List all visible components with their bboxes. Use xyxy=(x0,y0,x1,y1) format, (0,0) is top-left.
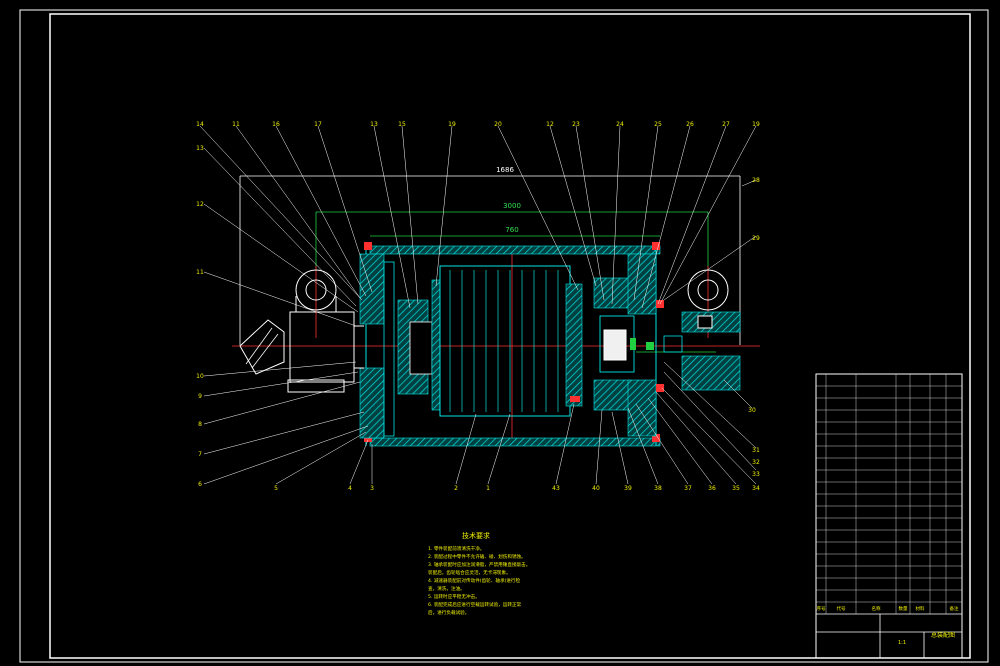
technical-notes: 技术要求 1. 零件装配前须清洗干净。 2. 装配过程中零件不允许磕、碰、划伤和… xyxy=(428,531,530,616)
note-line: 6. 装配完成后应进行空载运转试验，运转正常 xyxy=(428,601,522,608)
scale-label: 1:1 xyxy=(898,640,906,646)
svg-text:36: 36 xyxy=(708,485,716,492)
note-line: 3. 轴承装配时应加注润滑脂，严禁用锤直接敲击。 xyxy=(428,561,530,568)
svg-text:26: 26 xyxy=(686,121,694,128)
note-line: 查，清洗，注油。 xyxy=(428,585,465,592)
note-line: 2. 装配过程中零件不允许磕、碰、划伤和锈蚀。 xyxy=(428,553,526,560)
svg-text:6: 6 xyxy=(198,481,202,488)
parts-list: 序号 代号 名称 数量 材料 备注 1:1 总装配图 xyxy=(815,373,963,659)
balloons-top: 14 11 16 17 13 15 19 20 12 23 24 25 26 2… xyxy=(196,121,760,128)
header-remark: 备注 xyxy=(950,605,959,612)
svg-text:9: 9 xyxy=(198,393,202,400)
svg-text:12: 12 xyxy=(196,201,204,208)
balloons-left: 13 12 11 10 9 8 7 6 xyxy=(196,145,204,488)
svg-text:37: 37 xyxy=(684,485,692,492)
svg-text:30: 30 xyxy=(748,407,756,414)
svg-text:20: 20 xyxy=(494,121,502,128)
outer-frame xyxy=(19,9,989,663)
svg-text:43: 43 xyxy=(552,485,560,492)
header-qty: 数量 xyxy=(899,605,908,612)
svg-text:2: 2 xyxy=(454,485,458,492)
svg-text:11: 11 xyxy=(196,269,204,276)
svg-text:7: 7 xyxy=(198,451,202,458)
svg-text:5: 5 xyxy=(274,485,278,492)
header-material: 材料 xyxy=(916,605,925,612)
svg-text:33: 33 xyxy=(752,471,760,478)
drum xyxy=(431,265,583,417)
note-line: 后，进行负载试验。 xyxy=(428,609,469,616)
drum-fins xyxy=(449,270,559,412)
svg-text:38: 38 xyxy=(654,485,662,492)
svg-text:29: 29 xyxy=(752,235,760,242)
dim-inner-span: 3000 xyxy=(503,202,521,210)
header-code: 代号 xyxy=(837,605,846,612)
note-line: 装配后，齿轮啮合应灵活，无卡滞现象。 xyxy=(428,569,511,576)
svg-text:19: 19 xyxy=(448,121,456,128)
lifting-lug-left xyxy=(295,269,337,312)
svg-text:8: 8 xyxy=(198,421,202,428)
note-line: 1. 零件装配前须清洗干净。 xyxy=(428,545,484,552)
svg-text:10: 10 xyxy=(196,373,204,380)
svg-text:11: 11 xyxy=(232,121,240,128)
svg-text:19: 19 xyxy=(752,121,760,128)
svg-text:40: 40 xyxy=(592,485,600,492)
svg-text:13: 13 xyxy=(370,121,378,128)
svg-text:1: 1 xyxy=(486,485,490,492)
svg-text:14: 14 xyxy=(196,121,204,128)
svg-text:31: 31 xyxy=(752,447,760,454)
svg-text:24: 24 xyxy=(616,121,624,128)
drawing-title: 总装配图 xyxy=(931,631,955,639)
leader-lines xyxy=(199,125,757,485)
dim-overall: 1686 xyxy=(496,166,514,174)
svg-text:4: 4 xyxy=(348,485,352,492)
svg-text:23: 23 xyxy=(572,121,580,128)
note-line: 5. 运转时应平稳无冲击。 xyxy=(428,593,480,600)
header-name: 名称 xyxy=(872,605,881,612)
balloons-right: 28 29 30 31 32 xyxy=(748,177,760,466)
svg-text:34: 34 xyxy=(752,485,760,492)
note-line: 4. 减速器装配前对传动件(齿轮、轴承)进行检 xyxy=(428,577,521,584)
right-bearing-block xyxy=(663,311,741,391)
lifting-lug-right xyxy=(687,269,729,311)
svg-text:15: 15 xyxy=(398,121,406,128)
motor xyxy=(239,311,364,393)
svg-text:28: 28 xyxy=(752,177,760,184)
svg-text:39: 39 xyxy=(624,485,632,492)
dim-drum-span: 760 xyxy=(505,226,518,234)
svg-text:17: 17 xyxy=(314,121,322,128)
extent-lines xyxy=(239,175,741,345)
inner-frame xyxy=(49,13,971,659)
svg-text:12: 12 xyxy=(546,121,554,128)
notes-title: 技术要求 xyxy=(462,531,490,540)
svg-text:35: 35 xyxy=(732,485,740,492)
gearbox xyxy=(593,253,664,437)
svg-text:16: 16 xyxy=(272,121,280,128)
svg-text:32: 32 xyxy=(752,459,760,466)
header-seq: 序号 xyxy=(817,605,826,612)
svg-text:13: 13 xyxy=(196,145,204,152)
center-lines xyxy=(232,248,760,440)
svg-text:25: 25 xyxy=(654,121,662,128)
balloons-bottom: 5 4 3 2 1 43 40 39 38 37 36 35 34 33 xyxy=(274,471,760,492)
svg-text:3: 3 xyxy=(370,485,374,492)
svg-text:27: 27 xyxy=(722,121,730,128)
